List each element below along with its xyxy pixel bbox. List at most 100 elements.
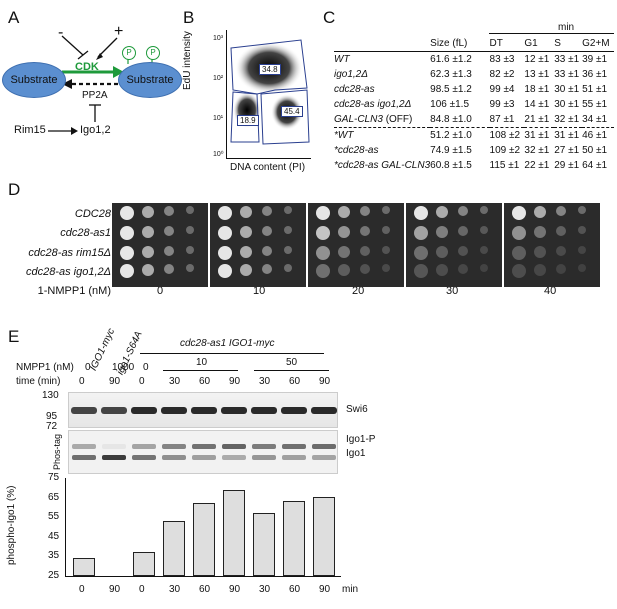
flow-density: [230, 39, 310, 145]
yeast-spot: [142, 246, 154, 258]
row-strain: cdc28-as: [334, 84, 375, 95]
yeast-spot: [480, 206, 488, 214]
gate-top-value: 34.8: [259, 64, 281, 75]
strain-label-2: cdc28-as1: [60, 227, 111, 239]
header-g1: G1: [524, 38, 538, 49]
header-size: Size (fL): [430, 38, 468, 49]
row-strain: cdc28-as igo1,2Δ: [334, 99, 412, 110]
row-s: 30 ±1: [554, 99, 580, 110]
yeast-spot: [218, 246, 232, 260]
time-label: 30: [259, 376, 271, 387]
yeast-spot: [186, 264, 194, 272]
yeast-spot: [556, 264, 566, 274]
yeast-spot: [360, 246, 370, 256]
yeast-spot: [338, 264, 350, 276]
row-strain: WT: [334, 54, 350, 65]
yeast-spot: [316, 206, 330, 220]
bar-xtick: 60: [199, 584, 211, 595]
yeast-spot: [382, 206, 390, 214]
swi6-band: [71, 407, 97, 414]
panel-label-e: E: [8, 327, 20, 346]
bar-xtick: 90: [229, 584, 241, 595]
bar: [223, 490, 245, 576]
row-dt: 87 ±1: [489, 114, 515, 125]
phostag-label: Phos-tag: [52, 433, 62, 470]
spot-plate: [504, 203, 600, 287]
table-row: cdc28-as igo1,2Δ 106 ±1.5 99 ±3 14 ±1 30…: [334, 97, 614, 112]
yeast-spot: [414, 246, 428, 260]
row-g2m: 51 ±1: [582, 84, 608, 95]
yeast-spot: [284, 264, 292, 272]
yeast-spot: [262, 226, 272, 236]
igo1-band: [72, 455, 96, 460]
nmpp1-val-1000: 1000: [112, 362, 135, 373]
yeast-spot: [480, 226, 488, 234]
igo1-band: [282, 455, 306, 460]
row-strain: *cdc28-as: [334, 145, 379, 156]
minus-sign: -: [58, 24, 64, 41]
strain-label-4: cdc28-as igo1,2Δ: [25, 266, 111, 278]
yeast-spot: [338, 246, 350, 258]
spot-plate: [406, 203, 502, 287]
yeast-spot: [512, 206, 526, 220]
row-size: 74.9 ±1.5: [430, 145, 472, 156]
flow-ylabel: EdU intensity: [182, 31, 193, 90]
substrate-left-label: Substrate: [10, 74, 58, 86]
flow-ytick-1: 10¹: [213, 115, 224, 122]
row-g2m: 39 ±1: [582, 54, 608, 65]
time-label: 0: [139, 376, 145, 387]
yeast-spot: [240, 226, 252, 238]
table-row: cdc28-as 98.5 ±1.2 99 ±4 18 ±1 30 ±1 51 …: [334, 82, 614, 97]
yeast-spot: [436, 226, 448, 238]
yeast-spot: [218, 226, 232, 240]
strain-label-1: CDC28: [74, 208, 111, 220]
row-s: 32 ±1: [554, 114, 580, 125]
row-strain-name: GAL-CLN3: [334, 114, 383, 125]
yeast-spot: [556, 246, 566, 256]
yeast-spot: [142, 206, 154, 218]
bar-xtick: 90: [109, 584, 121, 595]
table-row: GAL-CLN3 (OFF) 84.8 ±1.0 87 ±1 21 ±1 32 …: [334, 112, 614, 128]
table-row: *cdc28-as 74.9 ±1.5 109 ±2 32 ±1 27 ±1 5…: [334, 143, 614, 158]
swi6-band: [251, 407, 277, 414]
swi6-band: [221, 407, 247, 414]
row-size: 106 ±1.5: [430, 99, 470, 110]
swi6-band: [191, 407, 217, 414]
plus-sign: +: [114, 23, 124, 40]
table-header-row: Size (fL) DT G1 S G2+M: [334, 36, 614, 52]
table-row: igo1,2Δ 62.3 ±1.3 82 ±2 13 ±1 33 ±1 36 ±…: [334, 67, 614, 82]
yeast-spot: [556, 206, 566, 216]
row-g1: 13 ±1: [524, 69, 550, 80]
yeast-spot: [578, 206, 586, 214]
conc-10: 10: [253, 285, 266, 297]
row-size: 84.8 ±1.0: [430, 114, 472, 125]
row-g2m: 36 ±1: [582, 69, 608, 80]
bar-ytick: 25: [48, 570, 60, 581]
yeast-spot: [262, 206, 272, 216]
yeast-spot: [512, 264, 526, 278]
header-dt: DT: [489, 38, 503, 49]
yeast-spot: [458, 206, 468, 216]
yeast-spot: [556, 226, 566, 236]
yeast-spot: [414, 206, 428, 220]
yeast-spot: [338, 206, 350, 218]
yeast-spot: [240, 246, 252, 258]
bar: [313, 497, 335, 576]
row-g2m: 55 ±1: [582, 99, 608, 110]
igo1p-band: [132, 444, 156, 449]
yeast-spot: [458, 264, 468, 274]
flow-ytick-0: 10⁰: [213, 151, 224, 158]
igo1p-band: [72, 444, 96, 449]
nmpp1-val-10: 10: [196, 357, 208, 368]
row-s: 33 ±1: [554, 54, 580, 65]
bar-xtick: 30: [259, 584, 271, 595]
row-dt: 109 ±2: [489, 145, 521, 156]
row-dt: 83 ±3: [489, 54, 515, 65]
yeast-spot: [512, 246, 526, 260]
mw-95: 95: [46, 411, 58, 422]
igo1p-label: Igo1-P: [346, 434, 376, 445]
spot-plate: [210, 203, 306, 287]
min-header: min: [558, 22, 575, 33]
yeast-spot: [414, 226, 428, 240]
phostag-blot: [68, 430, 338, 474]
